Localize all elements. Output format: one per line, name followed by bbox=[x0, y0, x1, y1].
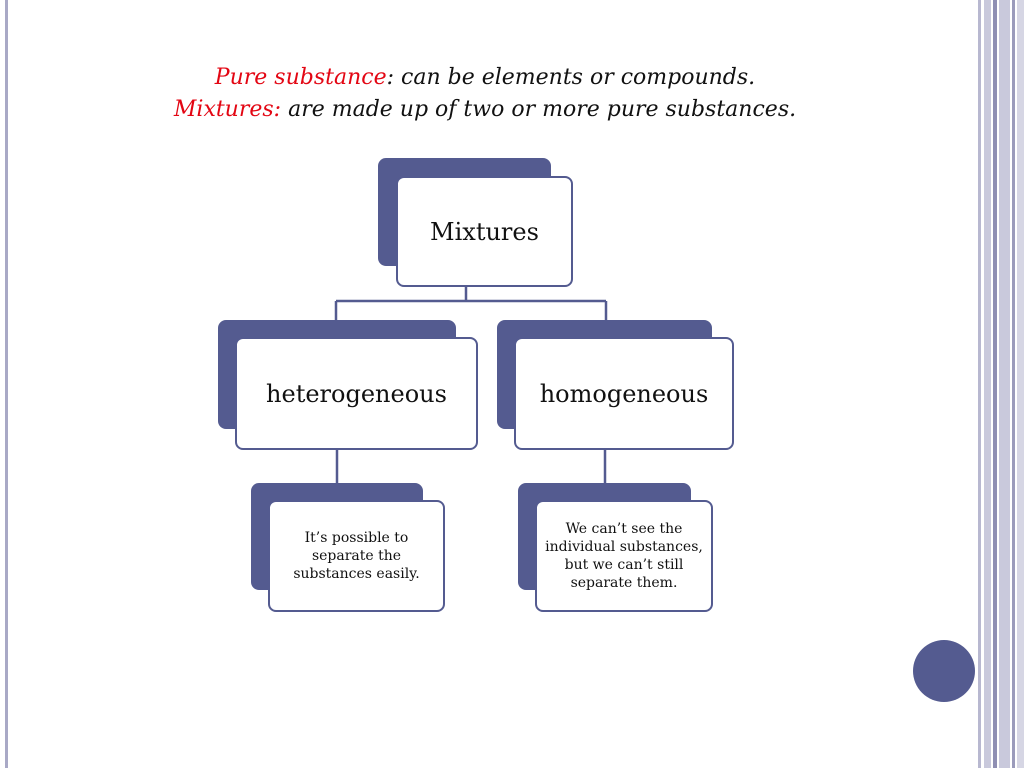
definition-pure-substance: : can be elements or compounds. bbox=[386, 65, 756, 90]
slide-frame-right bbox=[993, 0, 997, 768]
node-heterogeneous-desc-box: It’s possible to separate the substances… bbox=[268, 500, 445, 612]
term-mixtures: Mixtures: bbox=[173, 97, 282, 122]
node-homogeneous-desc-box: We can’t see the individual substances, … bbox=[535, 500, 713, 612]
term-pure-substance: Pure substance bbox=[214, 65, 387, 90]
slide-heading: Pure substance: can be elements or compo… bbox=[20, 62, 950, 126]
heading-line-2: Mixtures: are made up of two or more pur… bbox=[20, 94, 950, 126]
heading-line-1: Pure substance: can be elements or compo… bbox=[20, 62, 950, 94]
slide-frame-right bbox=[999, 0, 1010, 768]
node-heterogeneous-box: heterogeneous bbox=[235, 337, 478, 450]
decorative-circle bbox=[913, 640, 975, 702]
node-heterogeneous-desc-text: It’s possible to separate the substances… bbox=[293, 530, 420, 582]
node-heterogeneous-label: heterogeneous bbox=[266, 379, 447, 408]
node-homogeneous-box: homogeneous bbox=[514, 337, 734, 450]
slide-frame-left bbox=[5, 0, 8, 768]
slide-frame-right bbox=[1017, 0, 1024, 768]
definition-mixtures: are made up of two or more pure substanc… bbox=[281, 97, 797, 122]
slide-frame-right bbox=[978, 0, 981, 768]
node-mixtures-label: Mixtures bbox=[430, 217, 539, 246]
node-homogeneous-desc-text: We can’t see the individual substances, … bbox=[545, 521, 703, 591]
slide-frame-right bbox=[1012, 0, 1015, 768]
node-mixtures-box: Mixtures bbox=[396, 176, 573, 287]
node-homogeneous-label: homogeneous bbox=[539, 379, 709, 408]
slide-frame-right bbox=[984, 0, 991, 768]
